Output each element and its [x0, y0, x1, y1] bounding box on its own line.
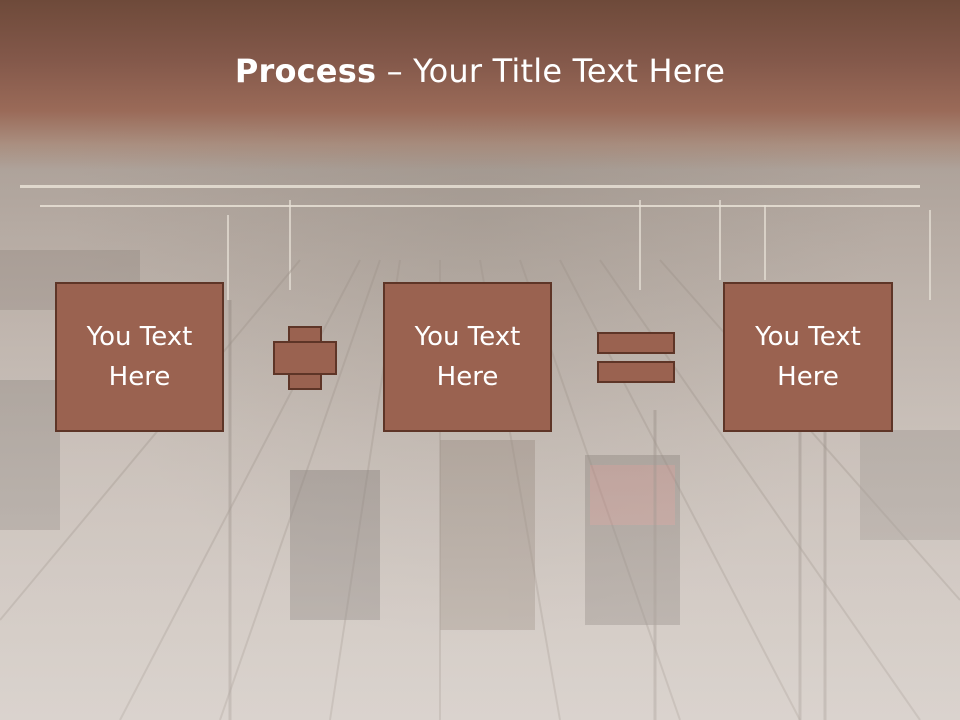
title-strong: Process — [234, 52, 377, 90]
box-2-line-1: You Text — [414, 322, 521, 352]
slide-title[interactable]: Process – Your Title Text Here — [0, 52, 960, 90]
plus-icon-center — [290, 343, 320, 373]
equals-icon-bottom-bar — [597, 361, 675, 383]
equals-icon[interactable] — [597, 332, 675, 354]
box-3-line-1: You Text — [755, 322, 861, 352]
title-rest: Your Title Text Here — [413, 52, 726, 90]
title-separator: – — [376, 52, 414, 90]
box-1-line-1: You Text — [86, 322, 193, 352]
process-box-2[interactable]: You Text Here — [383, 282, 552, 432]
box-3-text: You Text Here — [738, 317, 878, 397]
process-box-1[interactable]: You Text Here — [55, 282, 224, 432]
box-1-line-2: Here — [108, 362, 171, 392]
box-3-line-2: Here — [777, 362, 839, 392]
title-band — [0, 0, 960, 170]
box-2-text: You Text Here — [398, 317, 538, 397]
box-2-line-2: Here — [436, 362, 499, 392]
box-1-text: You Text Here — [70, 317, 210, 397]
process-box-3[interactable]: You Text Here — [723, 282, 893, 432]
